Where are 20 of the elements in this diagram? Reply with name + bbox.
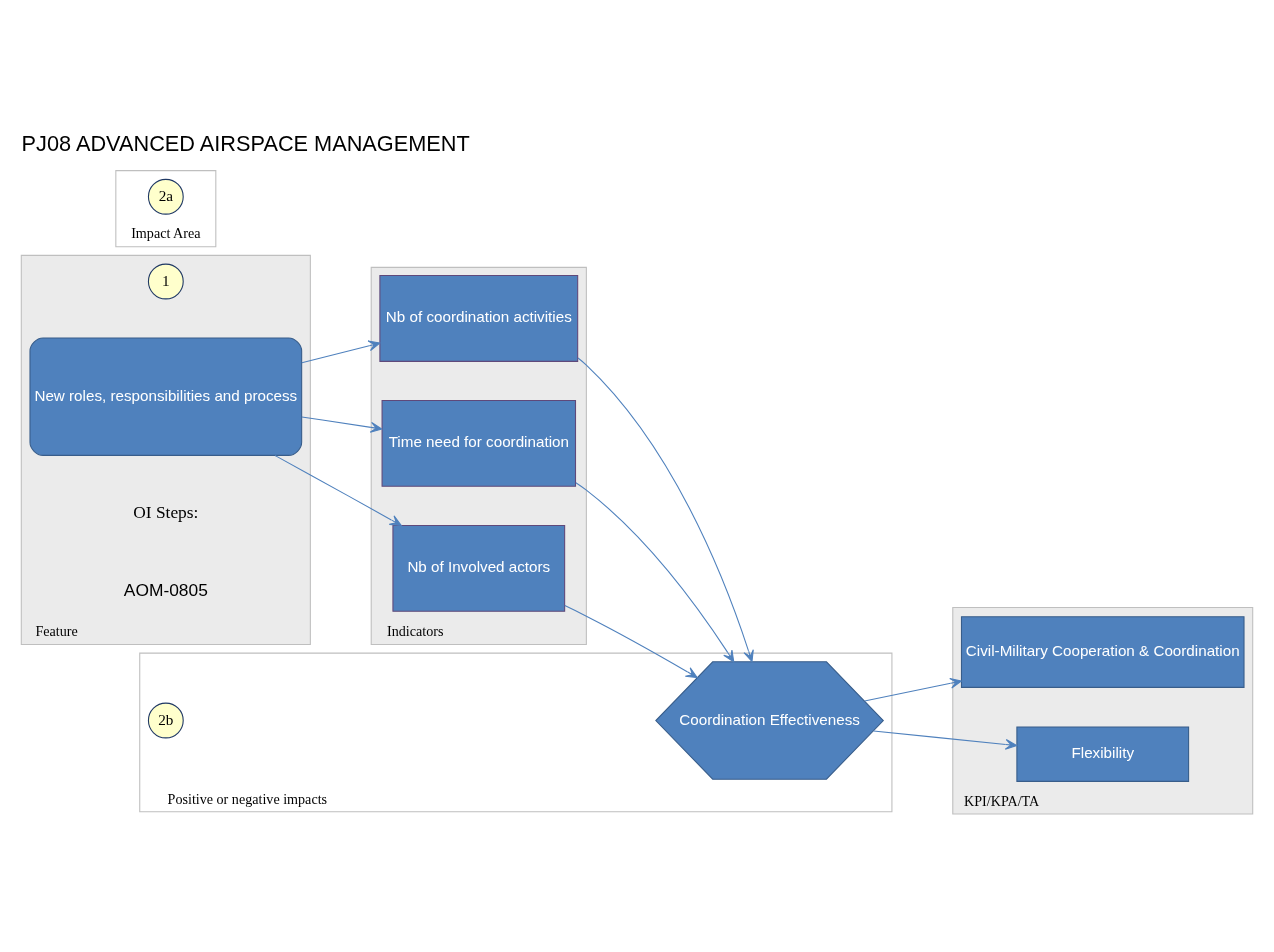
label: AOM-0805 <box>123 580 208 601</box>
diagram-title: PJ08 ADVANCED AIRSPACE MANAGEMENT <box>21 131 470 157</box>
node-box: Time need for coordination <box>381 399 577 487</box>
node-box: Nb of Involved actors <box>392 524 566 612</box>
label: OI Steps: <box>133 503 199 523</box>
arrow <box>873 730 1018 750</box>
arrow <box>301 340 381 364</box>
arrow <box>564 605 698 679</box>
arrow <box>575 482 735 663</box>
node-box: Civil-Military Cooperation & Coordination <box>960 616 1245 688</box>
arrow <box>301 416 383 433</box>
node-circle: 2b <box>147 702 184 739</box>
node-box: New roles, responsibilities and process <box>29 337 303 456</box>
node-box: Flexibility <box>1016 726 1190 782</box>
arrow <box>577 357 754 663</box>
arrow <box>864 677 962 702</box>
node-circle: 1 <box>147 263 184 300</box>
node-circle: 2a <box>147 178 184 215</box>
arrow <box>274 454 402 526</box>
node-box: Nb of coordination activities <box>379 274 579 362</box>
